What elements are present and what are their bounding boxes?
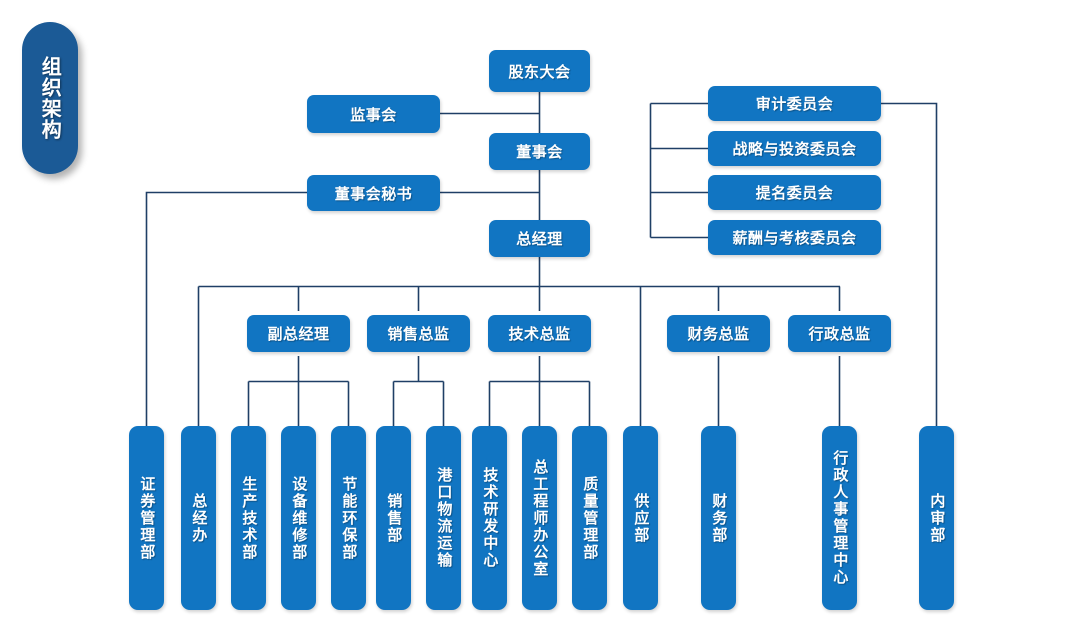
node-board-of-directors[interactable]: 董事会: [489, 133, 590, 170]
dept-label: 行政人事管理中心: [831, 450, 850, 586]
dept-label: 证券管理部: [138, 475, 157, 561]
dept-label: 销售部: [385, 492, 404, 544]
dept-energy-saving-environmental[interactable]: 节能环保部: [331, 426, 366, 610]
node-committee-strategy-investment[interactable]: 战略与投资委员会: [708, 131, 881, 166]
node-board-secretary[interactable]: 董事会秘书: [307, 175, 440, 211]
dept-port-logistics-transport[interactable]: 港口物流运输: [426, 426, 461, 610]
wire-audit-to-internal-audit: [881, 102, 938, 426]
dept-finance[interactable]: 财务部: [701, 426, 736, 610]
dept-admin-hr-management-center[interactable]: 行政人事管理中心: [822, 426, 857, 610]
dept-internal-audit[interactable]: 内审部: [919, 426, 954, 610]
dept-label: 总经办: [190, 492, 209, 544]
dept-supply[interactable]: 供应部: [623, 426, 658, 610]
wire-secretary-to-securities: [145, 191, 307, 426]
dept-label: 内审部: [928, 492, 947, 544]
node-sales-director[interactable]: 销售总监: [367, 315, 470, 352]
dept-label: 财务部: [710, 492, 729, 544]
dept-label: 设备维修部: [290, 475, 309, 561]
dept-label: 港口物流运输: [435, 467, 454, 569]
node-committee-nomination[interactable]: 提名委员会: [708, 175, 881, 210]
dept-label: 技术研发中心: [481, 467, 500, 569]
chart-title-text: 组织架构: [38, 56, 63, 140]
node-shareholders-meeting[interactable]: 股东大会: [489, 50, 590, 92]
node-general-manager[interactable]: 总经理: [489, 220, 590, 257]
dept-label: 质量管理部: [581, 475, 600, 561]
node-committee-audit[interactable]: 审计委员会: [708, 86, 881, 121]
dept-label: 供应部: [632, 492, 651, 544]
node-deputy-general-manager[interactable]: 副总经理: [247, 315, 350, 352]
node-committee-compensation-assessment[interactable]: 薪酬与考核委员会: [708, 220, 881, 255]
node-supervisory-board[interactable]: 监事会: [307, 95, 440, 133]
dept-general-office[interactable]: 总经办: [181, 426, 216, 610]
dept-equipment-maintenance[interactable]: 设备维修部: [281, 426, 316, 610]
dept-securities-management[interactable]: 证券管理部: [129, 426, 164, 610]
dept-sales[interactable]: 销售部: [376, 426, 411, 610]
chart-title-badge: 组织架构: [22, 22, 78, 174]
dept-technology-rnd-center[interactable]: 技术研发中心: [472, 426, 507, 610]
node-administration-director[interactable]: 行政总监: [788, 315, 891, 352]
dept-label: 生产技术部: [240, 475, 259, 561]
dept-chief-engineer-office[interactable]: 总工程师办公室: [522, 426, 557, 610]
dept-quality-management[interactable]: 质量管理部: [572, 426, 607, 610]
dept-production-technology[interactable]: 生产技术部: [231, 426, 266, 610]
dept-label: 总工程师办公室: [531, 458, 550, 578]
node-finance-director[interactable]: 财务总监: [667, 315, 770, 352]
node-technical-director[interactable]: 技术总监: [488, 315, 591, 352]
dept-label: 节能环保部: [340, 475, 359, 561]
